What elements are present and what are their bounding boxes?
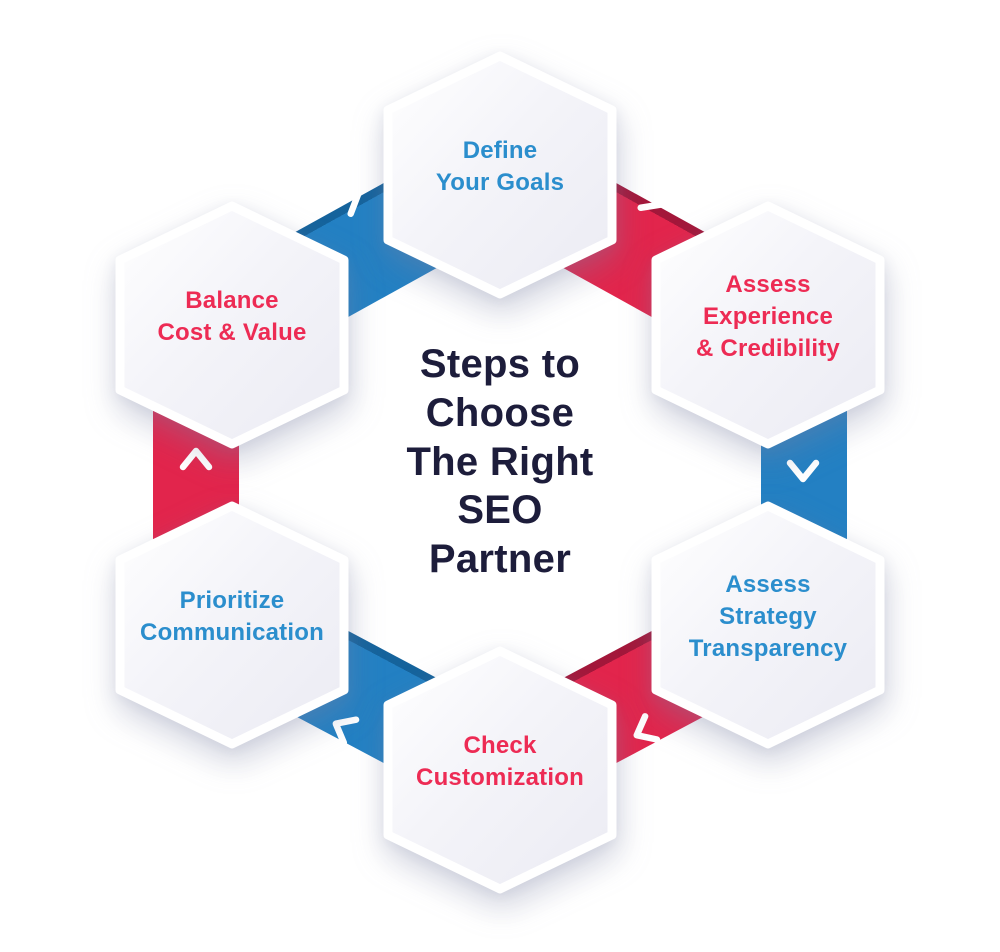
step-label-balance-cost-value: Balance Cost & Value [157, 287, 307, 346]
hexagon-shape [383, 646, 617, 894]
chevron-up-icon [174, 436, 218, 480]
hexagon-shape [115, 201, 349, 449]
chevron-down-right-icon [625, 171, 685, 231]
chevron-down-icon [781, 450, 825, 494]
hexagon-shape [651, 501, 885, 749]
hexagon-balance-cost-value: Balance Cost & Value [112, 200, 352, 450]
hexagon-shape [115, 501, 349, 749]
step-label-prioritize-communication: Prioritize Communication [140, 587, 324, 646]
hexagon-assess-experience-credibility: Assess Experience & Credibility [648, 200, 888, 450]
diagram-title: Steps to Choose The Right SEO Partner [406, 342, 594, 582]
hexagon-prioritize-communication: Prioritize Communication [112, 500, 352, 750]
chevron-up-right-icon [322, 168, 382, 228]
chevron-down-left-icon [613, 702, 672, 761]
hexagon-assess-strategy-transparency: Assess Strategy Transparency [648, 500, 888, 750]
hexagon-define-your-goals: Define Your Goals [380, 50, 620, 300]
step-label-check-customization: Check Customization [416, 732, 584, 791]
chevron-up-left-icon [312, 697, 372, 757]
step-label-assess-experience-credibility: Assess Experience & Credibility [696, 271, 840, 362]
step-label-assess-strategy-transparency: Assess Strategy Transparency [688, 571, 848, 662]
step-label-define-your-goals: Define Your Goals [435, 137, 565, 196]
hexagon-shape [651, 201, 885, 449]
hexagon-check-customization: Check Customization [380, 645, 620, 895]
hexagon-shape [383, 51, 617, 299]
